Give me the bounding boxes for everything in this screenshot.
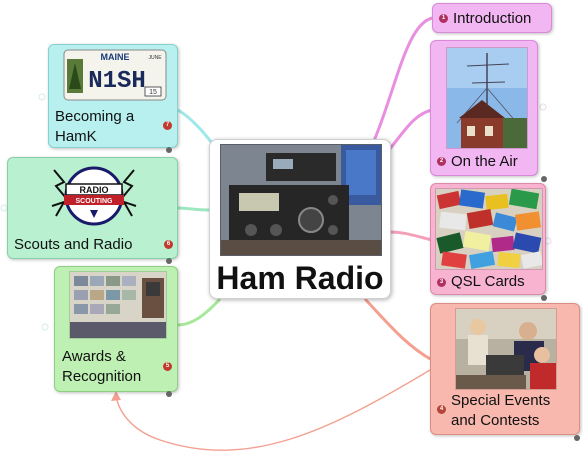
topic-label: Introduction bbox=[453, 10, 532, 27]
topic-introduction[interactable]: 1 Introduction bbox=[432, 3, 552, 33]
collapse-circle[interactable] bbox=[38, 93, 46, 101]
link-special-events bbox=[363, 297, 433, 362]
topic-label: Scouts and Radio bbox=[14, 236, 133, 253]
topic-label: QSL Cards bbox=[451, 273, 525, 290]
order-badge: 4 bbox=[437, 405, 446, 414]
qsl-cards-icon bbox=[435, 188, 543, 270]
radio-scouting-logo-icon: RADIO SCOUTING bbox=[46, 162, 142, 228]
order-badge: 3 bbox=[437, 278, 446, 287]
plate-year: 15 bbox=[149, 89, 157, 96]
topic-label: Becoming a HamK bbox=[55, 108, 135, 145]
scouting-line1: RADIO bbox=[80, 185, 109, 195]
scouting-line2: SCOUTING bbox=[76, 198, 114, 205]
relationship-arrow bbox=[115, 369, 431, 451]
node-handle[interactable] bbox=[166, 147, 172, 153]
order-badge: 2 bbox=[437, 157, 446, 166]
order-badge: 5 bbox=[163, 362, 172, 371]
node-handle[interactable] bbox=[574, 435, 580, 441]
node-handle[interactable] bbox=[541, 295, 547, 301]
node-handle[interactable] bbox=[166, 391, 172, 397]
radio-transceiver-icon bbox=[220, 144, 382, 256]
relationship-arrowhead bbox=[111, 391, 121, 401]
plate-month: JUNE bbox=[148, 55, 162, 61]
topic-label: On the Air bbox=[451, 153, 518, 170]
collapse-circle[interactable] bbox=[539, 103, 547, 111]
topic-label: Special Events and Contests bbox=[451, 392, 551, 429]
antenna-tower-icon bbox=[446, 47, 528, 149]
central-title: Ham Radio bbox=[216, 260, 384, 296]
link-awards bbox=[177, 297, 222, 327]
awards-wall-icon bbox=[69, 271, 167, 339]
order-badge: 1 bbox=[439, 14, 448, 23]
license-plate-icon: MAINE JUNE N1SH 15 bbox=[63, 49, 167, 101]
topic-special-events[interactable]: 4 Special Events and Contests bbox=[430, 303, 580, 435]
operators-photo-icon bbox=[455, 308, 557, 390]
order-badge: 6 bbox=[164, 240, 173, 249]
collapse-circle[interactable] bbox=[41, 323, 49, 331]
plate-state: MAINE bbox=[101, 52, 130, 62]
link-scouts bbox=[177, 206, 210, 212]
plate-callsign: N1SH bbox=[88, 68, 146, 95]
topic-on-the-air[interactable]: 2 On the Air bbox=[430, 40, 538, 176]
topic-becoming[interactable]: MAINE JUNE N1SH 15 7 Becoming a HamK bbox=[48, 44, 178, 148]
order-badge: 7 bbox=[163, 121, 172, 130]
link-qsl-cards bbox=[389, 230, 433, 242]
node-handle[interactable] bbox=[166, 258, 172, 264]
node-handle[interactable] bbox=[541, 176, 547, 182]
topic-scouts[interactable]: RADIO SCOUTING 6 Scouts and Radio bbox=[7, 157, 178, 259]
central-topic[interactable]: Ham Radio bbox=[209, 139, 391, 299]
link-introduction bbox=[368, 16, 433, 151]
topic-awards[interactable]: 5 Awards & Recognition bbox=[54, 266, 178, 392]
topic-qsl-cards[interactable]: 3 QSL Cards bbox=[430, 183, 546, 295]
topic-label: Awards & Recognition bbox=[62, 348, 142, 385]
